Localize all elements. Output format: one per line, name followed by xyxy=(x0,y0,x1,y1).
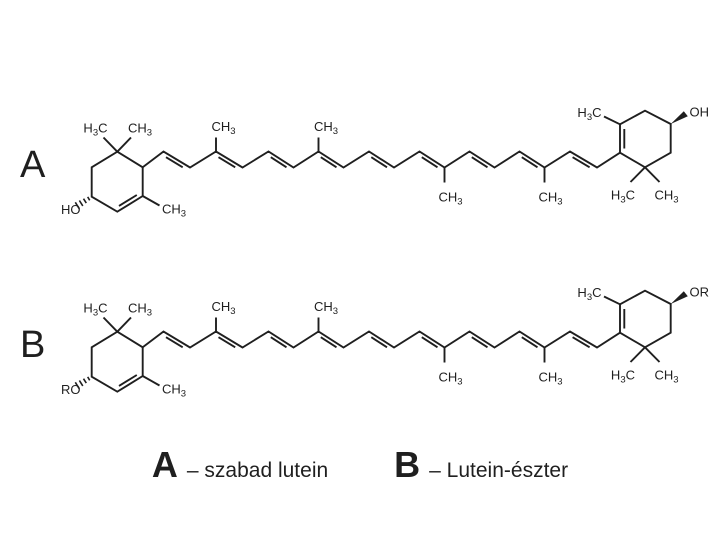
hydroxyl-right-label: OR xyxy=(690,285,710,300)
hydroxyl-left-label: RO xyxy=(61,382,81,397)
lutein-structures-figure: A B xyxy=(20,105,709,400)
gem-dimethyl-right-ch3-label: CH3 xyxy=(655,188,679,206)
methyl-bonds xyxy=(102,295,661,387)
chain-methyl-up2-label: CH3 xyxy=(314,119,338,137)
chain-methyl-down1-label: CH3 xyxy=(439,370,463,388)
left-ring xyxy=(90,150,144,213)
chain-methyl-down2-label: CH3 xyxy=(539,370,563,388)
hydroxyl-right-label: OH xyxy=(690,105,710,120)
polyene-chain xyxy=(142,150,621,169)
hydroxyl-left-label: HO xyxy=(61,202,81,217)
chain-methyl-up2-label: CH3 xyxy=(314,299,338,317)
structure-b-letter: B xyxy=(20,324,45,366)
bond-skeleton xyxy=(74,289,672,393)
chain-methyl-down2-label: CH3 xyxy=(539,190,563,208)
caption-letter-b: B xyxy=(394,444,421,485)
caption-letter-a: A xyxy=(151,444,178,485)
gem-dimethyl-left-ch3-label: CH3 xyxy=(128,121,152,139)
left-ring-double-bond-line xyxy=(118,374,138,387)
polyene-chain xyxy=(142,330,621,349)
structure-a-letter: A xyxy=(20,144,46,186)
left-ring-double-bond-line xyxy=(118,194,138,207)
left-ring-methyl-label: CH3 xyxy=(162,382,186,400)
methyl-bonds xyxy=(102,115,661,207)
solid-wedge-bond xyxy=(670,291,688,304)
gem-dimethyl-left-h3c-label: H3C xyxy=(83,301,107,319)
gem-dimethyl-right-h3c-label: H3C xyxy=(611,368,635,386)
chain-double-bond-lines xyxy=(165,336,591,349)
hashed-wedge-bond xyxy=(74,376,91,390)
caption-text-a: – szabad lutein xyxy=(186,459,329,482)
caption-text-b: – Lutein-észter xyxy=(429,459,569,482)
gem-dimethyl-right-h3c-label: H3C xyxy=(611,188,635,206)
chain-methyl-up1-label: CH3 xyxy=(212,119,236,137)
left-ring xyxy=(90,330,144,393)
molecule-b: H3C CH3 CH3 CH3 CH3 RO CH3 CH3 H3C OR H3… xyxy=(61,285,709,400)
gem-dimethyl-right-ch3-label: CH3 xyxy=(655,368,679,386)
caption-item-a: A – szabad lutein xyxy=(152,447,328,483)
right-ring-methyl-label: H3C xyxy=(577,285,601,303)
bond-skeleton xyxy=(74,109,672,213)
right-ring xyxy=(619,109,672,169)
caption-item-b: B – Lutein-észter xyxy=(394,447,568,483)
chain-double-bond-lines xyxy=(165,156,591,169)
solid-wedge-bond xyxy=(670,111,688,124)
hashed-wedge-bond xyxy=(74,196,91,210)
chain-methyl-up1-label: CH3 xyxy=(212,299,236,317)
right-ring-methyl-label: H3C xyxy=(577,105,601,123)
right-ring xyxy=(619,289,672,349)
left-ring-methyl-label: CH3 xyxy=(162,202,186,220)
gem-dimethyl-left-ch3-label: CH3 xyxy=(128,301,152,319)
molecule-a: H3C CH3 CH3 CH3 CH3 HO CH3 CH3 H3C OH H3… xyxy=(61,105,709,220)
figure-caption: A – szabad lutein B – Lutein-észter xyxy=(0,447,720,483)
chain-methyl-down1-label: CH3 xyxy=(439,190,463,208)
gem-dimethyl-left-h3c-label: H3C xyxy=(83,121,107,139)
